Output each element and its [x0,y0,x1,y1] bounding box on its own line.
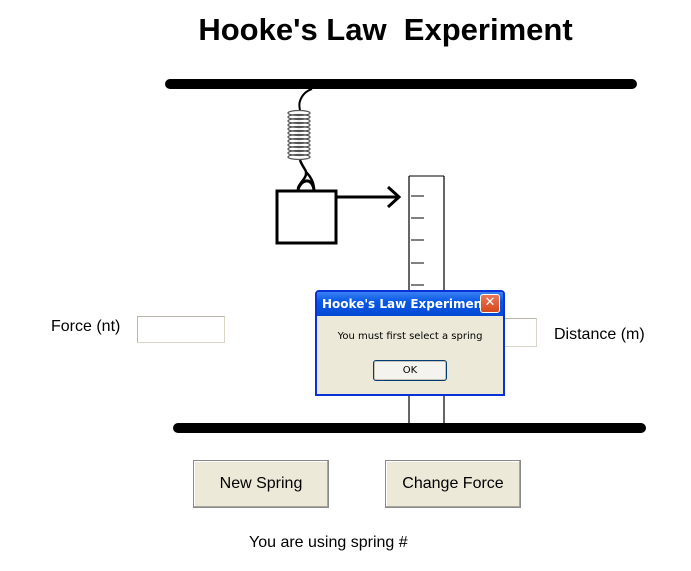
distance-label: Distance (m) [554,326,645,343]
ok-button[interactable]: OK [373,360,447,381]
dialog-title: Hooke's Law Experiment [322,297,488,311]
spring-icon [287,109,311,161]
force-input[interactable] [137,316,225,343]
title-wrap: Hooke's Law Experiment [0,12,691,48]
change-force-button-label: Change Force [402,475,504,492]
new-spring-button[interactable]: New Spring [193,460,329,508]
distance-input[interactable] [500,318,537,347]
alert-dialog: Hooke's Law Experiment ✕ You must first … [315,290,505,396]
spring-hook-top [298,88,313,111]
new-spring-button-label: New Spring [219,475,303,492]
force-label: Force (nt) [51,318,121,335]
pointer-arrow-head [386,185,402,209]
spring-status: You are using spring # [249,534,408,551]
close-icon[interactable]: ✕ [480,294,500,313]
top-support-bar [165,79,637,89]
change-force-button[interactable]: Change Force [385,460,521,508]
mass-hook [296,179,316,191]
mass-block [275,189,338,245]
dialog-titlebar[interactable]: Hooke's Law Experiment ✕ [317,292,503,316]
bottom-support-bar [173,423,646,433]
page-title: Hooke's Law Experiment [198,12,573,47]
dialog-message: You must first select a spring [337,331,483,342]
